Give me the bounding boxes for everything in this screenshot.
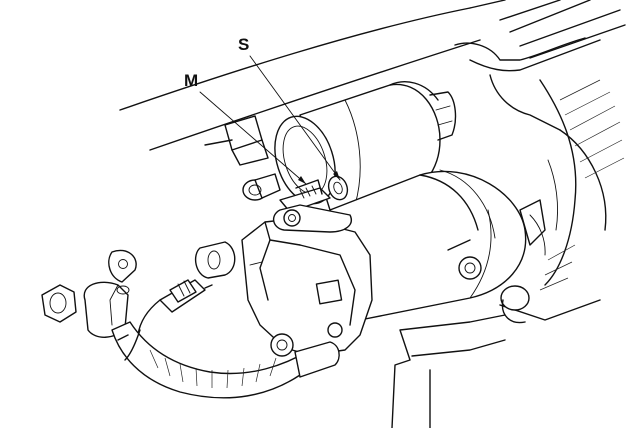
wire-harness	[111, 321, 340, 399]
engine-block	[119, 0, 626, 429]
wire-connector	[137, 279, 213, 336]
callout-label-s: S	[238, 35, 250, 54]
terminal-nut	[242, 173, 281, 201]
callout-leaders	[199, 55, 341, 185]
terminal-s	[327, 175, 349, 201]
battery-cable-terminal	[83, 249, 137, 338]
mount-bracket	[204, 115, 269, 166]
ring-terminal	[273, 204, 352, 233]
loose-nut	[41, 284, 77, 323]
callout-label-m: M	[184, 71, 199, 90]
starter-motor-body	[329, 169, 530, 324]
gear-housing	[241, 217, 373, 357]
rubber-cap	[194, 241, 236, 279]
